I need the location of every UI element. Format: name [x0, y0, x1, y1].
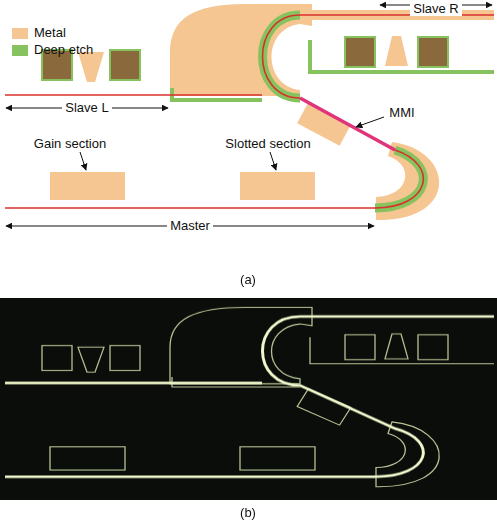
taper — [385, 36, 408, 66]
dimension-label: Slave L — [62, 101, 111, 115]
leader-arrow — [80, 117, 384, 170]
legend-swatch — [12, 28, 28, 39]
deep-etch — [172, 15, 494, 208]
waveguide — [5, 15, 494, 208]
dimension-arrow — [6, 5, 492, 226]
micrograph-features — [5, 307, 494, 486]
legend-text: Metal — [34, 26, 66, 40]
legend-entry: Metal — [12, 26, 66, 40]
part-label: Gain section — [34, 137, 106, 151]
panel-label: (a) — [240, 273, 256, 287]
metal-contact — [376, 142, 439, 220]
mmi — [300, 98, 395, 150]
legend-entry: Deep etch — [12, 43, 93, 57]
micrograph — [0, 298, 497, 500]
part-label: MMI — [389, 106, 414, 120]
gain-pad — [50, 172, 125, 200]
panel-label: (b) — [240, 506, 256, 520]
dimension-label: Master — [167, 219, 213, 233]
part-label: Slotted section — [225, 137, 310, 151]
micrograph-waveguide — [5, 316, 494, 476]
slotted-pad — [240, 172, 315, 200]
dimension-label: Slave R — [410, 2, 462, 16]
legend-text: Deep etch — [34, 43, 93, 57]
legend-swatch — [12, 45, 28, 56]
schematic — [5, 4, 494, 226]
